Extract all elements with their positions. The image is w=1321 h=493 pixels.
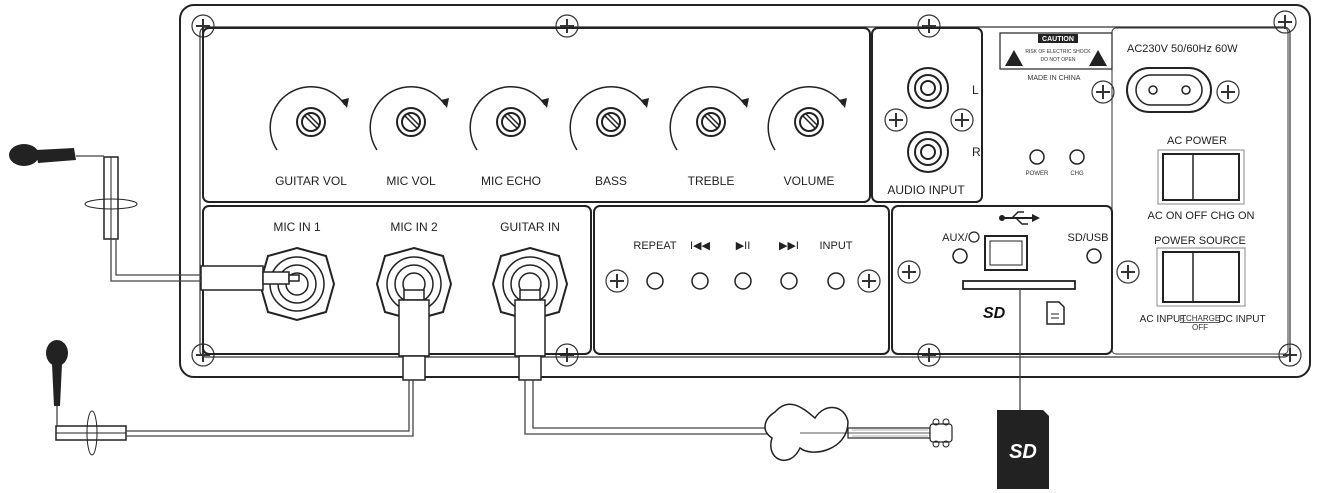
prev-icon: I◀◀ xyxy=(690,240,711,252)
screw-icon xyxy=(950,108,974,132)
caution-title: CAUTION xyxy=(1042,36,1074,43)
charge-bottom-label: OFF xyxy=(1192,323,1208,332)
chg-indicator-label: CHG xyxy=(1070,171,1084,177)
audio-input-label: AUDIO INPUT xyxy=(887,183,965,197)
caution-label: CAUTION RISK OF ELECTRIC SHOCK DO NOT OP… xyxy=(999,32,1113,70)
charge-top-label: F.CHARGE xyxy=(1180,314,1220,323)
made-in-label: MADE IN CHINA xyxy=(1028,75,1081,82)
screw-icon xyxy=(1273,10,1297,34)
aux-indicator xyxy=(952,248,968,264)
next-icon: ▶▶I xyxy=(779,240,799,252)
sd-card-icon xyxy=(1046,301,1065,325)
power-indicator-label: POWER xyxy=(1026,171,1049,177)
jack-label: GUITAR IN xyxy=(500,220,560,234)
jack-label: MIC IN 1 xyxy=(273,220,321,234)
knob-treble[interactable] xyxy=(669,85,749,151)
sd-usb-label: SD/USB xyxy=(1068,232,1109,244)
audio-right-label: R xyxy=(972,145,981,159)
prev-button[interactable] xyxy=(691,272,709,290)
usb-port[interactable] xyxy=(984,235,1028,271)
knob-panel xyxy=(202,27,871,203)
chassis-inner xyxy=(199,26,1291,358)
repeat-button[interactable] xyxy=(646,272,664,290)
sd-card-label: SD xyxy=(1009,441,1037,463)
rca-jack-right[interactable] xyxy=(907,131,949,173)
screw-icon xyxy=(917,14,941,38)
plug-connector xyxy=(398,289,430,381)
cable xyxy=(524,380,775,435)
sd-logo: SD xyxy=(983,305,1006,322)
knob-mic-echo[interactable] xyxy=(469,85,549,151)
play-pause-button[interactable] xyxy=(734,272,752,290)
knob-label: TREBLE xyxy=(688,174,735,188)
next-button[interactable] xyxy=(780,272,798,290)
power-indicator-light xyxy=(1029,149,1045,165)
chg-indicator-light xyxy=(1069,149,1085,165)
knob-label: MIC ECHO xyxy=(481,174,541,188)
ac-rating-label: AC230V 50/60Hz 60W xyxy=(1127,43,1238,55)
player-panel xyxy=(593,205,890,355)
microphone-icon xyxy=(46,340,68,406)
knob-guitar-vol[interactable] xyxy=(269,85,349,151)
cable xyxy=(126,380,414,437)
power-source-switch[interactable] xyxy=(1156,247,1246,307)
chassis-outer xyxy=(179,4,1311,378)
media-panel xyxy=(891,205,1113,355)
repeat-label: REPEAT xyxy=(633,240,676,252)
microphone-icon xyxy=(9,144,76,166)
cable xyxy=(115,239,201,276)
plug-connector xyxy=(200,265,300,291)
mic-in-1-jack[interactable] xyxy=(258,246,336,322)
knob-label: GUITAR VOL xyxy=(275,174,347,188)
power-source-label: POWER SOURCE xyxy=(1154,235,1246,247)
cable-coil xyxy=(55,410,127,456)
cable xyxy=(532,380,773,429)
jack-label: MIC IN 2 xyxy=(390,220,438,234)
input-button[interactable] xyxy=(827,272,845,290)
screw-icon xyxy=(605,269,629,293)
ac-inlet[interactable] xyxy=(1126,67,1212,113)
screw-icon xyxy=(1278,343,1302,367)
screw-icon xyxy=(1091,80,1115,104)
sd-card-slot[interactable] xyxy=(962,280,1076,290)
ac-input-label: AC INPUT xyxy=(1140,314,1187,325)
ac-power-switch[interactable] xyxy=(1157,149,1245,205)
rca-jack-left[interactable] xyxy=(907,67,949,109)
audio-left-label: L xyxy=(972,83,979,97)
knob-volume[interactable] xyxy=(767,85,847,151)
bluetooth-icon xyxy=(968,231,980,243)
cable-coil xyxy=(84,156,138,240)
cable xyxy=(126,380,410,432)
input-label: INPUT xyxy=(820,240,853,252)
knob-bass[interactable] xyxy=(569,85,649,151)
knob-label: VOLUME xyxy=(784,174,835,188)
usb-icon xyxy=(999,211,1040,225)
screw-icon xyxy=(884,108,908,132)
dc-input-label: DC INPUT xyxy=(1218,314,1265,325)
ac-power-positions: AC ON OFF CHG ON xyxy=(1148,210,1255,222)
sd-usb-indicator xyxy=(1086,248,1102,264)
plug-connector xyxy=(514,289,546,381)
caution-line2: DO NOT OPEN xyxy=(1041,57,1076,63)
cable xyxy=(110,239,201,282)
screw-icon xyxy=(857,269,881,293)
power-area xyxy=(1111,27,1289,355)
play-pause-icon: ▶II xyxy=(736,240,751,252)
audio-input-panel xyxy=(871,27,983,203)
guitar-icon xyxy=(764,403,953,461)
knob-label: MIC VOL xyxy=(386,174,436,188)
knob-label: BASS xyxy=(595,174,627,188)
ac-power-label: AC POWER xyxy=(1167,135,1227,147)
screw-icon xyxy=(897,260,921,284)
aux-label: AUX/ xyxy=(942,232,969,244)
caution-line1: RISK OF ELECTRIC SHOCK xyxy=(1025,49,1091,55)
knob-mic-vol[interactable] xyxy=(369,85,449,151)
screw-icon xyxy=(555,14,579,38)
sd-card-icon: SD xyxy=(997,410,1049,489)
screw-icon xyxy=(1216,80,1240,104)
screw-icon xyxy=(1116,260,1140,284)
